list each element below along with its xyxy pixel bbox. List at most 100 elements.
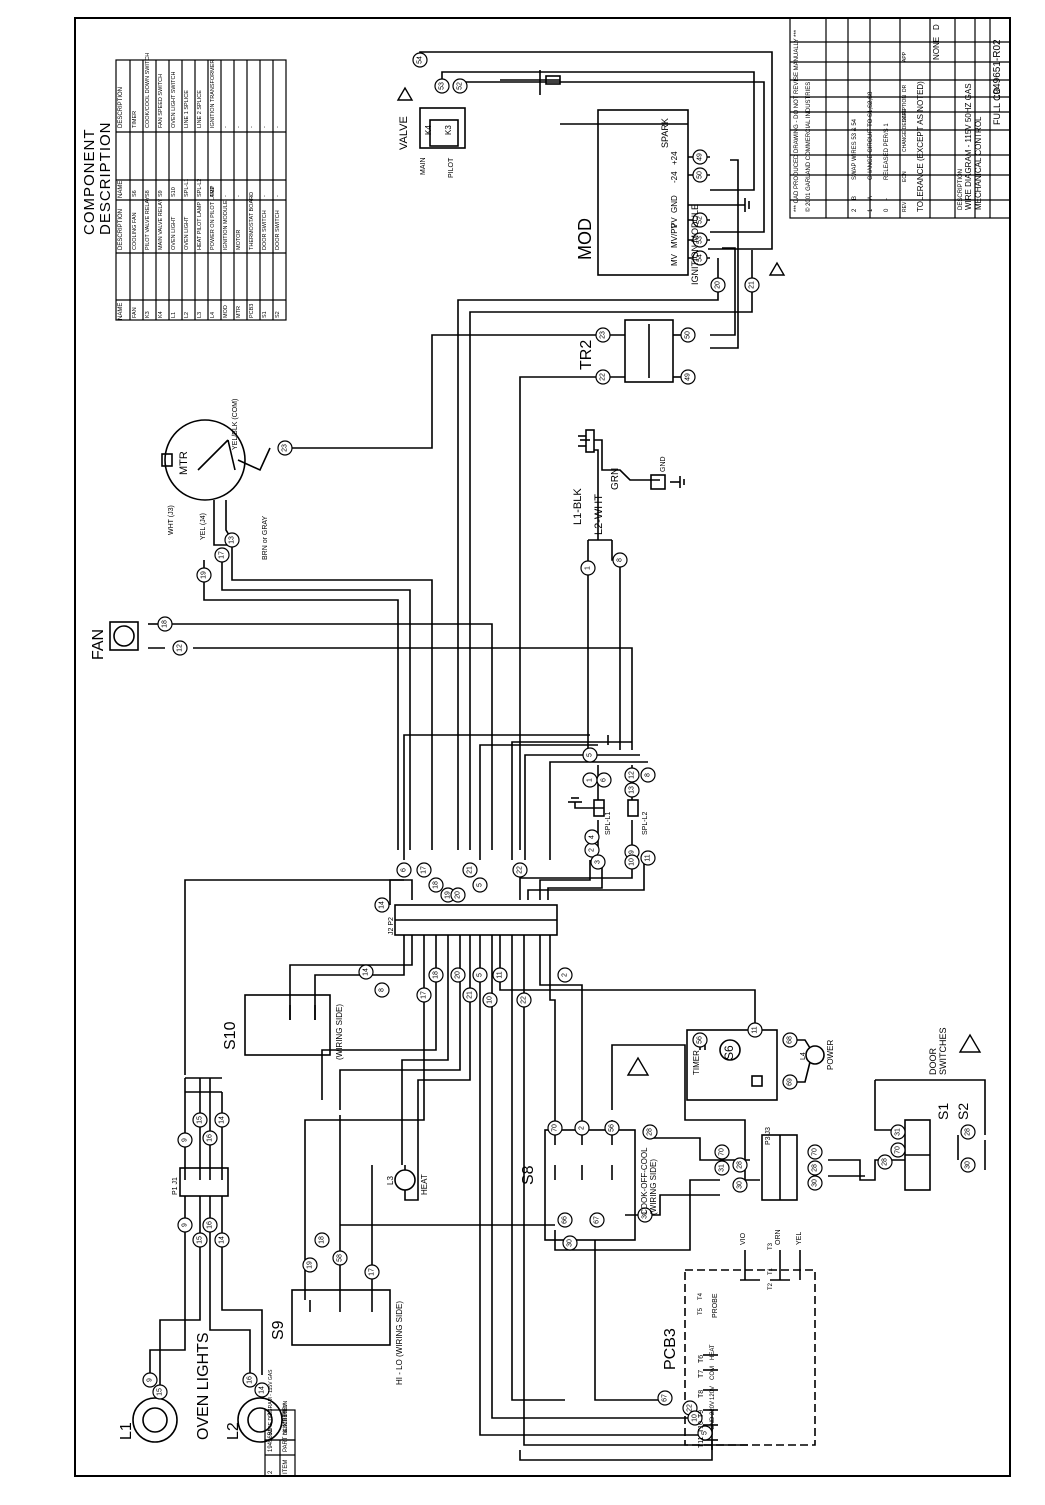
valve-label: VALVE [398,116,410,150]
wire-number: 15 [192,1232,208,1248]
wire-number: 18 [428,967,444,983]
table-cell-name: S10 [171,187,177,197]
svg-text:20: 20 [455,891,462,899]
timer-label: TIMER [692,1050,701,1075]
wire-number: 68 [782,1032,798,1048]
svg-text:69: 69 [787,1078,794,1086]
table-cell-desc: OVEN LIGHT [184,216,190,250]
l1-label: L1 [118,1422,135,1440]
bottom-item: 2 [268,1470,274,1474]
svg-text:12: 12 [177,644,184,652]
svg-text:1: 1 [585,566,592,570]
pcb3-probe-terminal: T2 [768,1282,774,1290]
table-cell-desc: LINE 2 SPLICE [197,90,203,128]
svg-text:31: 31 [642,1211,649,1219]
wire-number: 28 [732,1157,748,1173]
svg-text:18: 18 [319,1236,326,1244]
wire-number: 8 [612,552,628,568]
wire-number: 11 [640,850,656,866]
svg-text:23: 23 [282,444,289,452]
svg-text:56: 56 [697,1036,704,1044]
wire-number: 70 [547,1120,563,1136]
wire-number: 30 [562,1235,578,1251]
wire-number: 10 [687,1410,703,1426]
wire-number: 54 [692,250,708,266]
svg-text:22: 22 [517,866,524,874]
svg-text:15: 15 [197,1116,204,1124]
svg-text:28: 28 [737,1161,744,1169]
table-cell-name: K4 [158,311,164,318]
s10-label: S10 [222,1021,239,1050]
revision-header: REV [902,201,908,212]
pcb3-probe-terminal: T3 [768,1242,774,1250]
mod-terminal-label: MV [670,254,679,266]
revision-header: DR [902,84,908,92]
bottom-header-item: ITEM [283,1459,289,1474]
svg-text:11: 11 [497,971,504,978]
table-header-name-2: NAME [118,180,124,198]
l1-blk-label: L1-BLK [572,488,584,525]
wire-number: 2 [557,967,573,983]
bottom-rev: 2 [268,1412,274,1416]
wire-number: 5 [582,747,598,763]
svg-text:70: 70 [895,1146,902,1154]
wire-number: 14 [214,1112,230,1128]
svg-text:5: 5 [702,1431,709,1435]
svg-text:49: 49 [685,373,692,381]
spl-l1-label: SPL-L1 [605,811,612,835]
revision-description: SWAP WIRES 53 & 54 [852,118,858,180]
svg-text:30: 30 [737,1181,744,1189]
p3j3-label: P3 J3 [765,1127,772,1145]
svg-text:10: 10 [629,858,636,866]
svg-text:14: 14 [219,1116,226,1124]
wire-number: 56 [604,1120,620,1136]
svg-text:19: 19 [201,571,208,579]
table-cell-desc: COOLING FAN [132,212,138,250]
wire-number: 28 [877,1154,893,1170]
svg-text:19: 19 [445,891,452,899]
svg-text:22: 22 [600,373,607,381]
revision-number: 2 [852,208,858,212]
wire-number: 70 [714,1144,730,1160]
switch-s10 [244,994,331,1056]
svg-text:53: 53 [697,236,704,244]
wire-number: 28 [960,1124,976,1140]
pcb3-terminal-label: GND [710,1416,716,1430]
spark-label: SPARK [660,118,670,148]
table-cell-desc: IGNITION TRANSFORMER [210,59,216,128]
bottom-header-rev: REV [283,1403,289,1416]
table-cell-desc: DOOR SWITCH [275,210,281,250]
wire-number: 21 [462,987,478,1003]
svg-text:28: 28 [647,1128,654,1136]
valve-main-label: MAIN [420,157,427,176]
pcb3-terminal: T8 [698,1389,705,1398]
svg-text:16: 16 [247,1376,254,1384]
svg-text:22: 22 [687,1404,694,1412]
component-table-grid [115,59,287,321]
svg-text:14: 14 [259,1386,266,1394]
table-cell-desc: MAIN VALVE RELAY [158,198,164,250]
wire-number: 9 [177,1132,193,1148]
table-cell-name: - [262,195,268,197]
table-cell-name: SPL-L1 [184,178,190,197]
l3-label: L3 [386,1176,395,1185]
wire-number: 9 [142,1372,158,1388]
svg-text:68: 68 [787,1036,794,1044]
mtr-wire-wht: WHT (J3) [168,505,175,535]
wire-number: 69 [782,1074,798,1090]
bottom-description: WIRE DIAGRAM - 115V GAS [268,1369,274,1435]
svg-text:12: 12 [629,771,636,779]
svg-text:5: 5 [477,973,484,977]
wire-number: 6 [596,772,612,788]
pcb3-probe-terminal: T4 [698,1292,704,1300]
wire-number: 5 [472,967,488,983]
s9-label: S9 [270,1320,287,1340]
svg-text:17: 17 [421,991,428,999]
wire-number: 66 [557,1212,573,1228]
wire-number: 49 [680,369,696,385]
svg-text:22: 22 [521,996,528,1004]
wire-number: 58 [332,1250,348,1266]
table-cell-name: TR2 [210,186,216,197]
table-cell-desc: MOTOR [236,229,242,250]
wire-number: 20 [450,887,466,903]
